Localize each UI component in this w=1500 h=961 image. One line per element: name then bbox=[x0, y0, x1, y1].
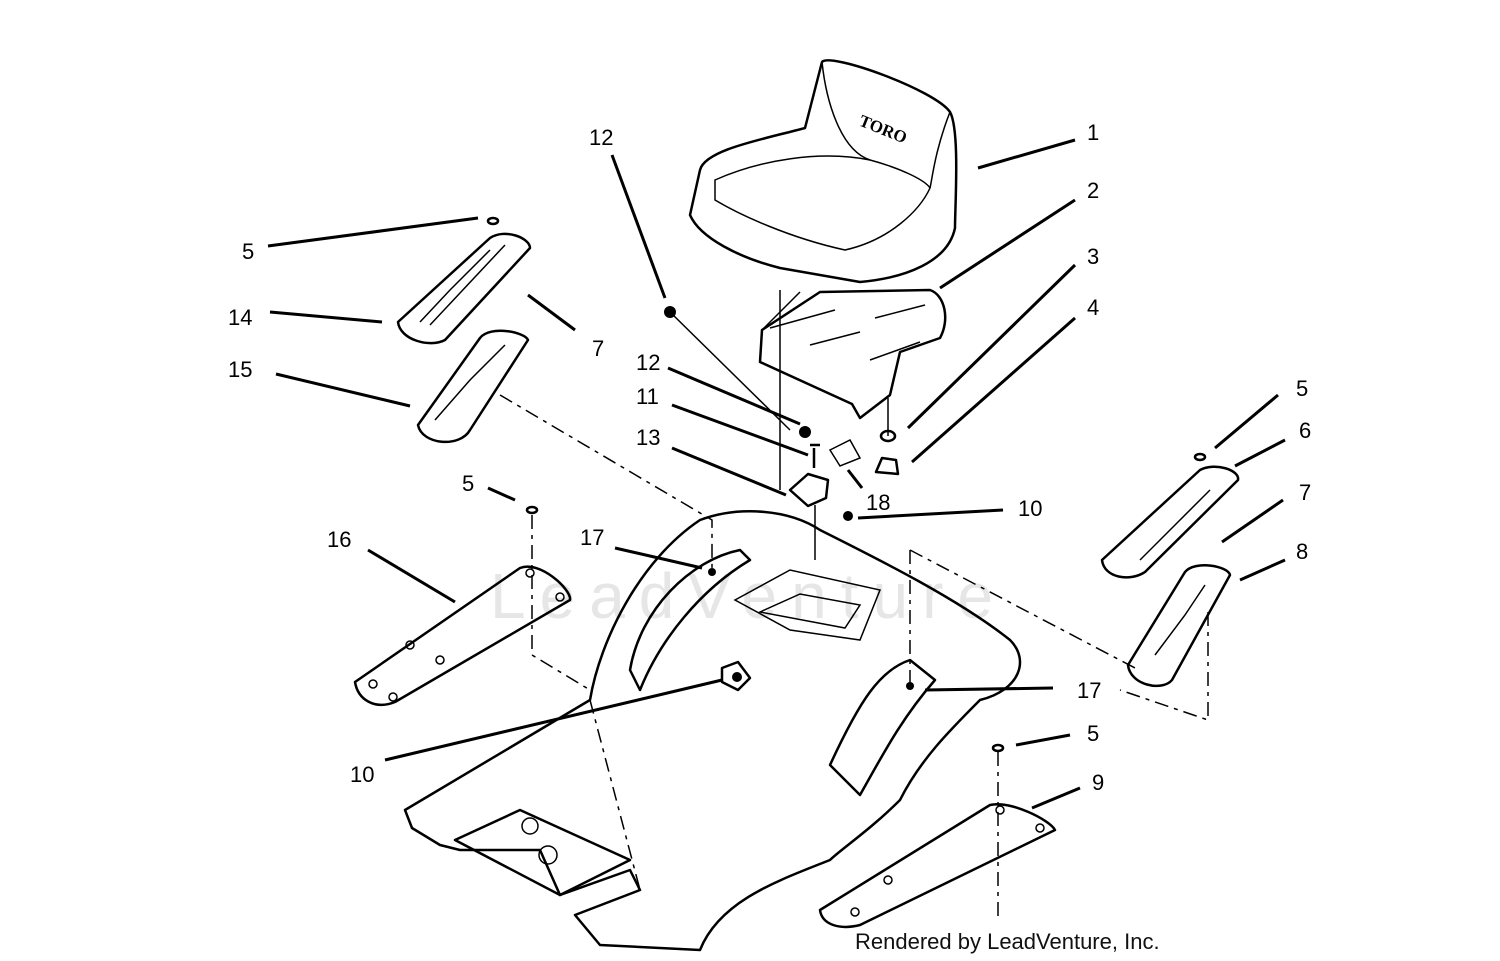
pins bbox=[486, 216, 1207, 753]
callout-5-right-bottom: 5 bbox=[1087, 721, 1099, 746]
callout-8: 8 bbox=[1296, 539, 1308, 564]
callout-16: 16 bbox=[327, 527, 351, 552]
callout-18: 18 bbox=[866, 490, 890, 515]
callout-17-left: 17 bbox=[580, 525, 604, 550]
callout-9: 9 bbox=[1092, 770, 1104, 795]
callout-6: 6 bbox=[1299, 418, 1311, 443]
footrest-left bbox=[353, 565, 572, 707]
callout-5-right-top: 5 bbox=[1296, 376, 1308, 401]
callout-4: 4 bbox=[1087, 295, 1099, 320]
watermark-text: LeadVenture bbox=[490, 560, 1007, 632]
callout-14: 14 bbox=[228, 305, 252, 330]
shift-plate-right bbox=[1100, 465, 1240, 688]
assembly-lines bbox=[499, 394, 1209, 920]
seat-bracket bbox=[758, 288, 947, 420]
callout-7-left: 7 bbox=[592, 336, 604, 361]
credit-text: Rendered by LeadVenture, Inc. bbox=[855, 929, 1160, 954]
callout-5-left-mid: 5 bbox=[462, 471, 474, 496]
callout-10-bottom: 10 bbox=[350, 762, 374, 787]
callout-5-left-top: 5 bbox=[242, 239, 254, 264]
callout-12-mid: 12 bbox=[636, 350, 660, 375]
hardware bbox=[664, 290, 900, 560]
seat: TORO bbox=[688, 59, 958, 284]
callout-7-right: 7 bbox=[1299, 480, 1311, 505]
shift-plate-left bbox=[396, 232, 532, 444]
callout-2: 2 bbox=[1087, 178, 1099, 203]
callout-3: 3 bbox=[1087, 244, 1099, 269]
callouts: 1 2 3 4 5 5 5 5 6 7 7 8 9 10 10 11 12 12… bbox=[228, 120, 1311, 795]
callout-1: 1 bbox=[1087, 120, 1099, 145]
callout-17-right: 17 bbox=[1077, 678, 1101, 703]
fender-body bbox=[403, 510, 1022, 952]
callout-13: 13 bbox=[636, 425, 660, 450]
callout-11: 11 bbox=[636, 384, 659, 409]
callout-15: 15 bbox=[228, 357, 252, 382]
seat-logo: TORO bbox=[857, 111, 910, 147]
callout-10-right: 10 bbox=[1018, 496, 1042, 521]
leader-lines bbox=[267, 138, 1286, 810]
callout-12-top: 12 bbox=[589, 125, 613, 150]
footrest-right bbox=[818, 802, 1057, 929]
